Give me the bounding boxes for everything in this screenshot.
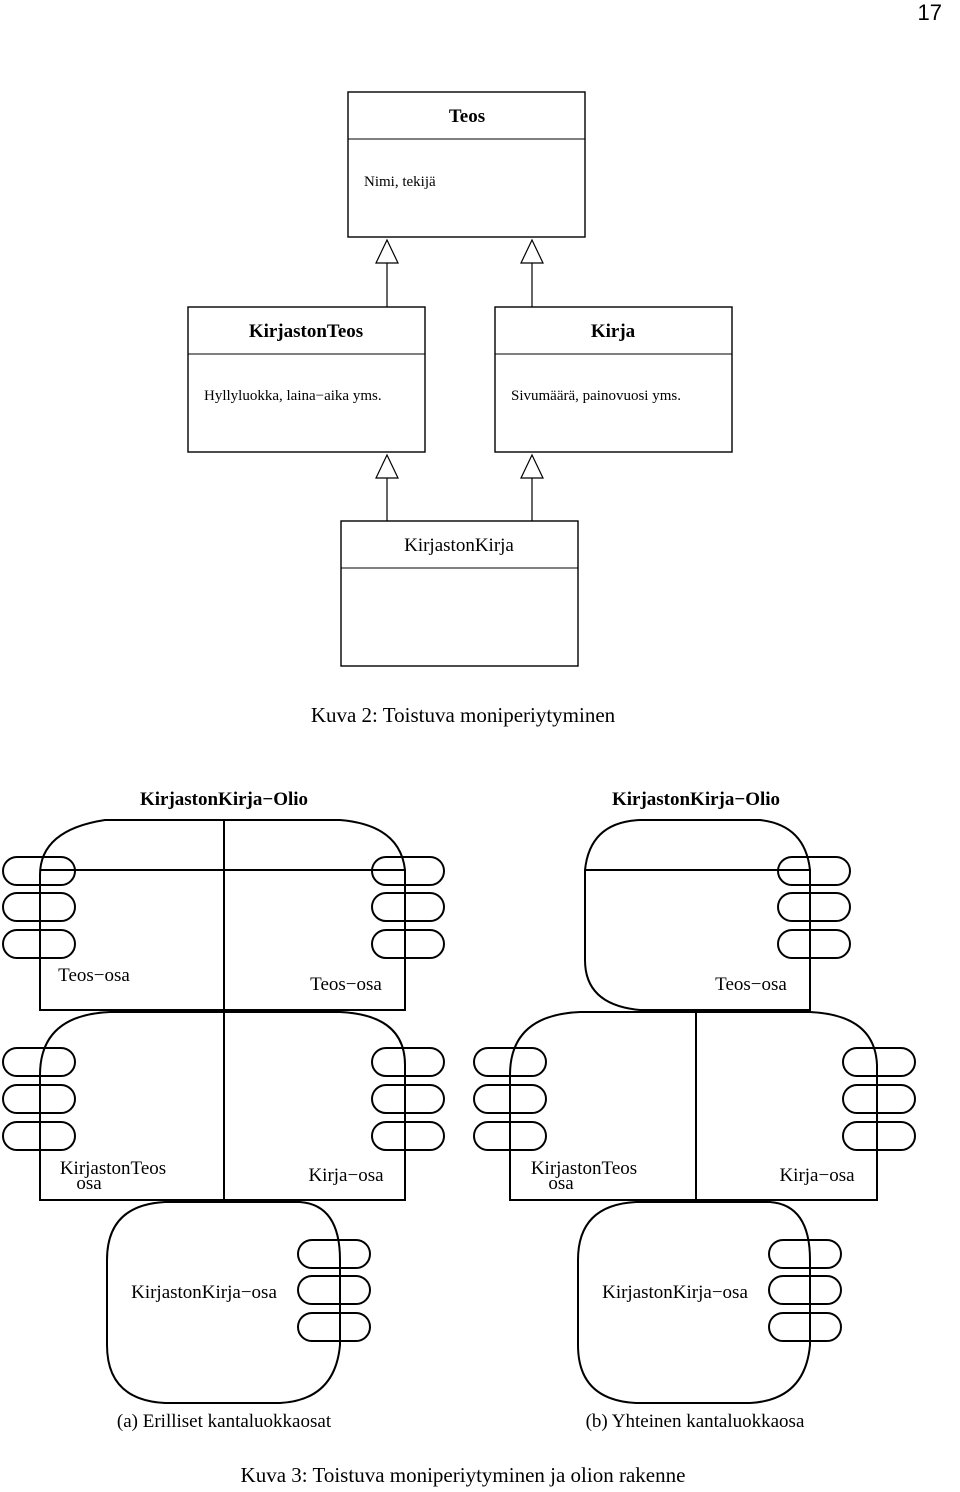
figure3b: KirjastonKirja−Olio xyxy=(473,789,916,1432)
class-kirja-name: Kirja xyxy=(591,321,636,342)
class-kirja: Kirja Sivumäärä, painovuosi yms. xyxy=(494,306,733,453)
part-kirja-a: Kirja−osa xyxy=(308,1165,384,1186)
fingers-bottom-a xyxy=(297,1239,371,1342)
part-kirja-b: Kirja−osa xyxy=(779,1165,855,1186)
object-label-b: KirjastonKirja−Olio xyxy=(612,789,780,810)
caption-a: (a) Erilliset kantaluokkaosat xyxy=(117,1411,332,1432)
fingers-left-middle-a xyxy=(2,1047,76,1151)
part-kirjastonteos-b-line1: KirjastonTeos xyxy=(531,1158,637,1179)
fingers-right-top-a xyxy=(371,856,445,959)
figure3a: KirjastonKirja−Olio xyxy=(2,789,445,1432)
fingers-right-middle-a xyxy=(371,1047,445,1151)
part-teos-left-a: Teos−osa xyxy=(58,965,130,986)
fingers-left-middle-b xyxy=(473,1047,547,1151)
part-teos-b: Teos−osa xyxy=(715,974,787,995)
blob-teos-b xyxy=(584,819,811,1011)
fingers-right-middle-b xyxy=(842,1047,916,1151)
class-kirjastonkirja-name: KirjastonKirja xyxy=(404,535,514,556)
object-label-a: KirjastonKirja−Olio xyxy=(140,789,308,810)
fingers-bottom-b xyxy=(768,1239,842,1342)
part-kirjastonteos-b-line2: osa xyxy=(548,1173,574,1194)
class-teos: Teos Nimi, tekijä xyxy=(347,91,586,238)
part-kirjastonteos-a-line1: KirjastonTeos xyxy=(60,1158,166,1179)
class-kirjastonteos-attributes: Hyllyluokka, laina−aika yms. xyxy=(204,388,382,404)
inheritance-arrows xyxy=(375,238,544,521)
class-teos-attributes: Nimi, tekijä xyxy=(364,174,436,190)
blob-bottom-b xyxy=(577,1201,811,1404)
figure3-caption: Kuva 3: Toistuva moniperiytyminen ja oli… xyxy=(241,1463,686,1487)
caption-b: (b) Yhteinen kantaluokkaosa xyxy=(586,1411,805,1432)
blob-bottom-a xyxy=(106,1201,341,1404)
class-kirjastonteos: KirjastonTeos Hyllyluokka, laina−aika ym… xyxy=(187,306,426,453)
figure2-caption: Kuva 2: Toistuva moniperiytyminen xyxy=(311,703,616,727)
class-kirja-attributes: Sivumäärä, painovuosi yms. xyxy=(511,388,681,404)
class-teos-name: Teos xyxy=(449,106,485,127)
part-kirjastonteos-a-line2: osa xyxy=(76,1173,102,1194)
part-kirjastonkirja-a: KirjastonKirja−osa xyxy=(131,1282,277,1303)
class-kirjastonkirja: KirjastonKirja xyxy=(340,520,579,667)
fingers-right-top-b xyxy=(777,856,851,959)
part-teos-right-a: Teos−osa xyxy=(310,974,382,995)
blob-teos-a xyxy=(39,819,406,1011)
part-kirjastonkirja-b: KirjastonKirja−osa xyxy=(602,1282,748,1303)
fingers-left-top-a xyxy=(2,856,76,959)
class-kirjastonteos-name: KirjastonTeos xyxy=(249,321,363,342)
page-number: 17 xyxy=(917,0,942,25)
